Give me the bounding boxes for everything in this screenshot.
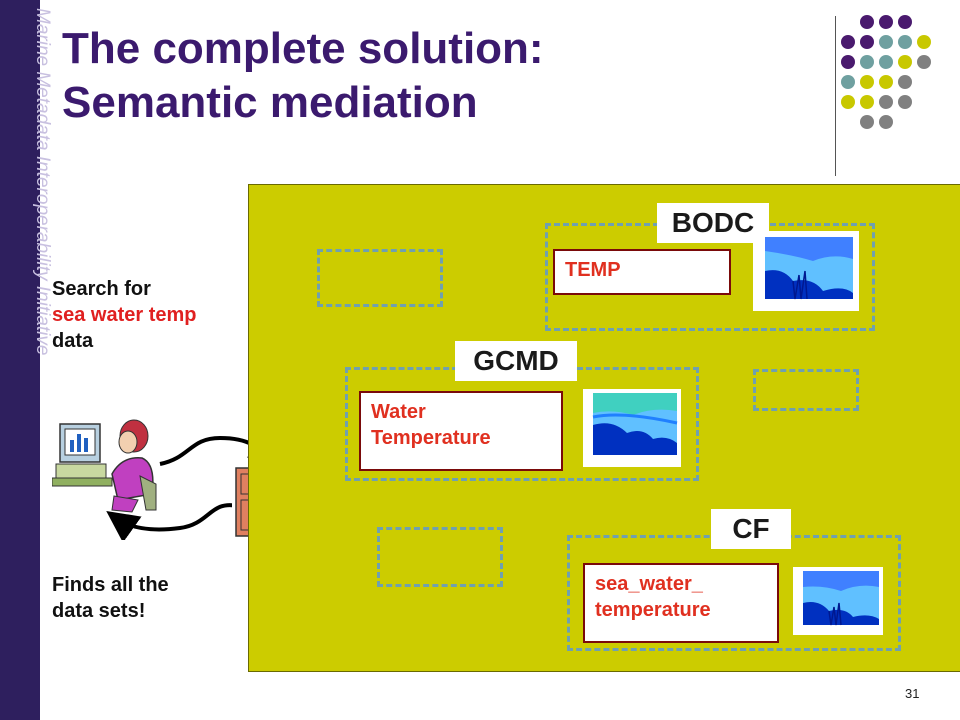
vocabulary-panel: BODC TEMP GCMD Water Temperature CF sea_…: [248, 184, 960, 672]
decorative-dot: [860, 75, 874, 89]
finds-caption: Finds all the data sets!: [52, 572, 169, 624]
decorative-dot: [860, 15, 874, 29]
search-line-3: data: [52, 330, 94, 352]
bodc-term: TEMP: [553, 249, 731, 295]
gcmd-term-line-2: Temperature: [371, 427, 491, 449]
decorative-dot: [860, 115, 874, 129]
decorative-dot: [879, 55, 893, 69]
decorative-dot: [917, 55, 931, 69]
sidebar-band: Marine Metadata Interoperability Initiat…: [0, 0, 53, 720]
decorative-dot: [860, 95, 874, 109]
decorative-dot: [879, 75, 893, 89]
decorative-dot: [898, 55, 912, 69]
search-line-1: Search for: [52, 278, 151, 300]
search-caption: Search for sea water temp data: [52, 276, 197, 354]
bodc-label: BODC: [657, 203, 769, 243]
decorative-dot: [841, 35, 855, 49]
decorative-dot: [860, 55, 874, 69]
decorative-dot: [917, 35, 931, 49]
empty-vocabulary-box: [317, 249, 443, 307]
page-number: 31: [905, 686, 920, 701]
cf-term: sea_water_ temperature: [583, 563, 779, 643]
slide-title: The complete solution: Semantic mediatio…: [62, 22, 762, 130]
decorative-dot: [841, 55, 855, 69]
bodc-data-thumbnail: [753, 231, 859, 311]
gcmd-data-thumbnail: [583, 389, 681, 467]
finds-line-1: Finds all the: [52, 574, 169, 596]
cf-term-line-1: sea_water_: [595, 573, 703, 595]
finds-line-2: data sets!: [52, 600, 146, 622]
gcmd-term-line-1: Water: [371, 401, 426, 423]
title-line-2: Semantic mediation: [62, 78, 478, 127]
divider-line: [835, 16, 836, 176]
decorative-dot: [879, 15, 893, 29]
decorative-dot: [898, 15, 912, 29]
empty-vocabulary-box: [753, 369, 859, 411]
decorative-dot: [860, 35, 874, 49]
decorative-dot: [898, 35, 912, 49]
decorative-dot: [879, 95, 893, 109]
cf-term-line-2: temperature: [595, 599, 711, 621]
title-line-1: The complete solution:: [62, 24, 544, 73]
decorative-dot: [841, 75, 855, 89]
decorative-dot: [879, 115, 893, 129]
cf-data-thumbnail: [793, 567, 883, 635]
decorative-dot: [898, 75, 912, 89]
sidebar-organization-text: Marine Metadata Interoperability Initiat…: [32, 8, 53, 356]
search-term-highlight: sea water temp: [52, 304, 197, 326]
cf-label: CF: [711, 509, 791, 549]
user-at-computer-illustration: [52, 419, 157, 513]
decorative-dot: [879, 35, 893, 49]
empty-vocabulary-box: [377, 527, 503, 587]
decorative-dot-grid: [841, 15, 931, 129]
gcmd-label: GCMD: [455, 341, 577, 381]
decorative-dot: [841, 95, 855, 109]
gcmd-term: Water Temperature: [359, 391, 563, 471]
decorative-dot: [898, 95, 912, 109]
